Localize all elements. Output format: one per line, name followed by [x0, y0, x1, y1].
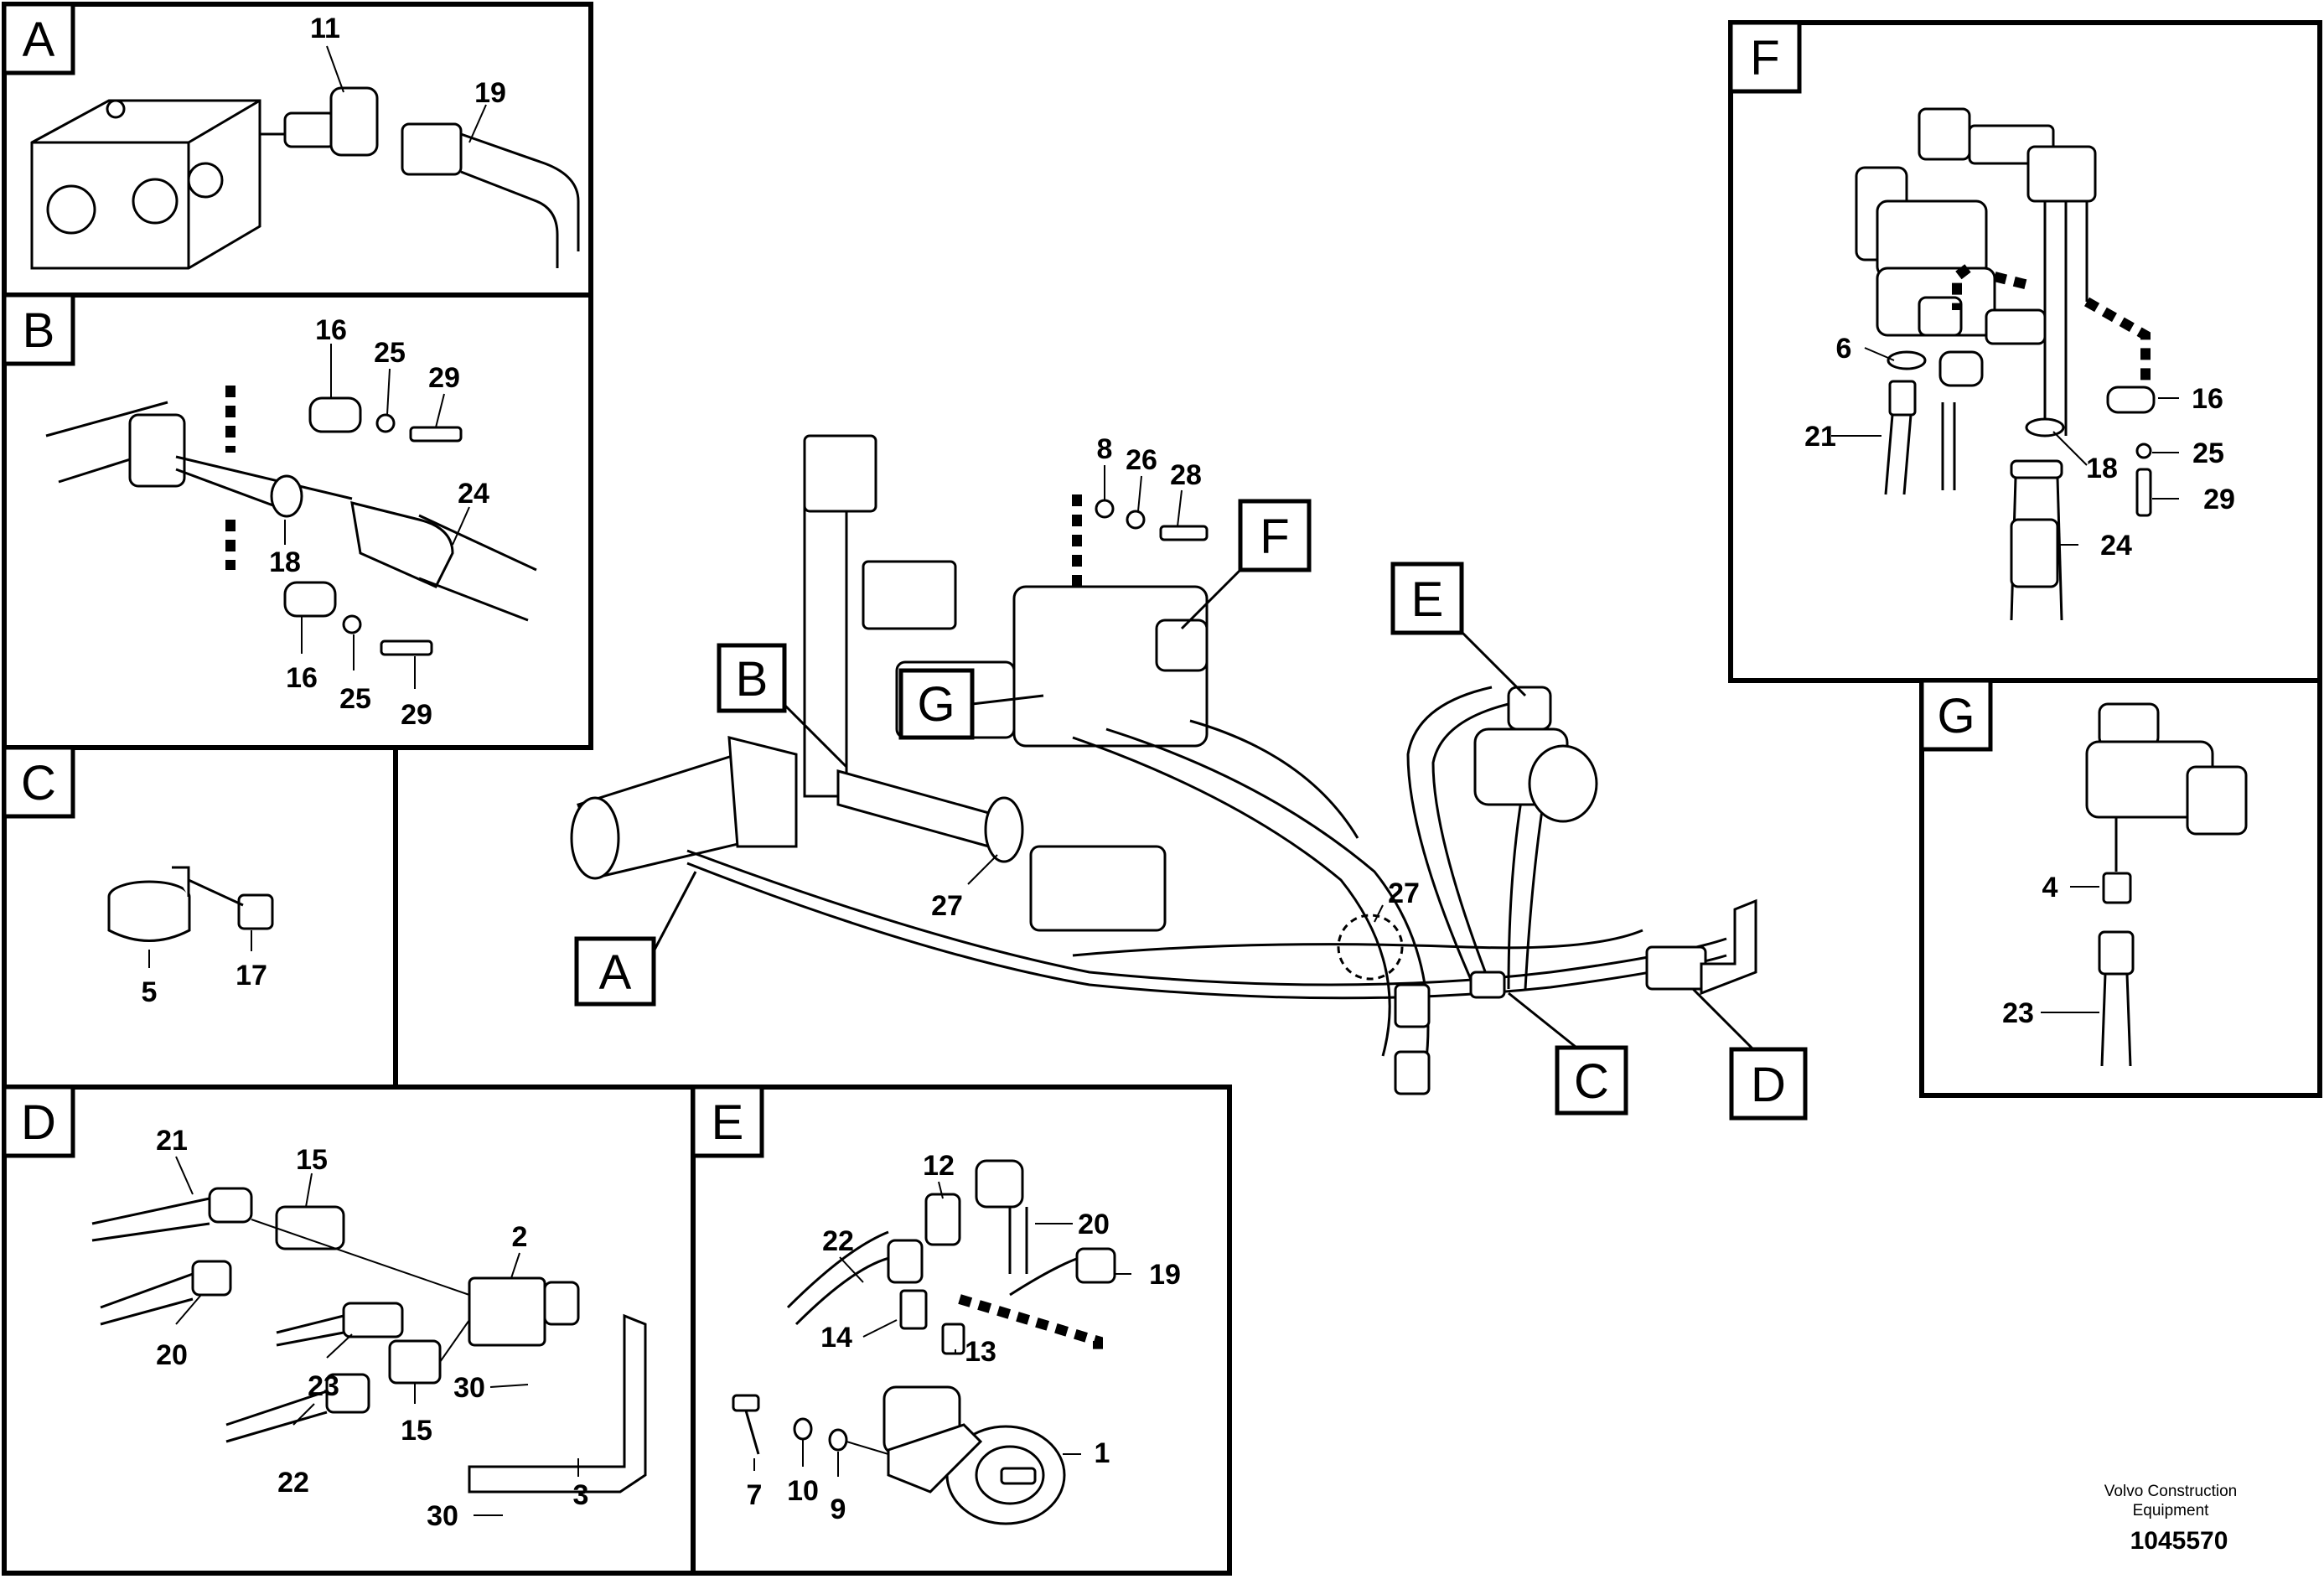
panel-g-tag: G [1937, 689, 1975, 743]
label-15-top: 15 [296, 1144, 328, 1176]
callout-a-box[interactable] [574, 936, 656, 1007]
company-line-2: Equipment [2132, 1502, 2209, 1519]
panel-f-tag: F [1750, 31, 1779, 85]
panel-d-tag: D [21, 1095, 56, 1150]
label-25-bottom: 25 [339, 683, 371, 715]
callout-d[interactable]: D [1751, 1058, 1786, 1112]
label-3: 3 [573, 1479, 589, 1511]
bracket [468, 1313, 647, 1494]
label-23: 23 [2002, 997, 2034, 1029]
panel-a-tag: A [23, 13, 55, 67]
label-24: 24 [2100, 530, 2132, 562]
label-22: 22 [822, 1225, 854, 1257]
label-2: 2 [512, 1221, 528, 1253]
label-8: 8 [1097, 433, 1113, 465]
company-line-1: Volvo Construction [2104, 1483, 2238, 1500]
label-12: 12 [923, 1150, 955, 1182]
clamp-half-lower [283, 581, 337, 618]
label-18: 18 [269, 546, 301, 578]
valve-assembly [1855, 107, 2097, 345]
label-27-left: 27 [931, 890, 963, 922]
label-22: 22 [277, 1467, 309, 1499]
solenoid-block [468, 1276, 546, 1347]
callout-e-box[interactable] [1390, 562, 1464, 635]
callout-f-box[interactable] [1238, 499, 1312, 572]
label-6: 6 [1836, 333, 1852, 365]
label-17: 17 [236, 960, 267, 991]
callout-a[interactable]: A [599, 945, 632, 1000]
callout-d-box[interactable] [1729, 1047, 1808, 1121]
panel-e: E 12 22 20 19 14 [691, 1085, 1232, 1576]
callout-f[interactable]: F [1260, 510, 1289, 564]
label-29-bottom: 29 [401, 699, 432, 731]
panel-d: D 21 15 2 20 23 30 15 22 [2, 1085, 696, 1576]
label-16-top: 16 [315, 314, 347, 346]
company-name: Volvo Construction Equipment [2104, 1482, 2238, 1520]
callout-g-box[interactable] [898, 668, 975, 740]
label-19: 19 [474, 77, 506, 109]
label-18: 18 [2086, 453, 2118, 484]
callout-g[interactable]: G [917, 677, 955, 732]
label-5: 5 [142, 976, 158, 1008]
panel-b-tag: B [23, 303, 55, 358]
flange [128, 413, 186, 488]
label-29: 29 [2203, 484, 2235, 515]
callout-e[interactable]: E [1411, 572, 1444, 627]
clamp-half [2106, 386, 2156, 414]
panel-f: F 6 21 [1728, 20, 2322, 683]
label-20: 20 [1078, 1209, 1110, 1240]
label-9: 9 [831, 1494, 846, 1525]
hose-assembly [401, 122, 580, 268]
panel-a: A 11 19 [2, 2, 593, 298]
label-15-bottom: 15 [401, 1415, 432, 1447]
label-1: 1 [1095, 1437, 1110, 1469]
valve-block [30, 99, 261, 270]
o-ring [270, 474, 303, 518]
pump-unit [2085, 702, 2248, 836]
label-10: 10 [787, 1475, 819, 1507]
panel-c-tag: C [21, 756, 56, 810]
label-14: 14 [820, 1322, 852, 1354]
label-11: 11 [310, 13, 340, 44]
callout-c[interactable]: C [1574, 1054, 1609, 1109]
panel-b: B 16 25 29 24 18 16 25 29 [2, 293, 593, 750]
label-28: 28 [1170, 459, 1202, 491]
label-4: 4 [2042, 872, 2058, 903]
callout-c-box[interactable] [1555, 1045, 1628, 1116]
hydraulic-pump [882, 1385, 1066, 1525]
panel-e-tag: E [712, 1095, 744, 1150]
clamp-half-upper [308, 396, 362, 433]
label-16: 16 [2192, 383, 2223, 415]
label-20: 20 [156, 1339, 188, 1371]
label-7: 7 [747, 1479, 763, 1511]
label-16-bottom: 16 [286, 662, 318, 694]
callout-b[interactable]: B [736, 652, 769, 707]
label-25: 25 [2192, 437, 2224, 469]
main-assembly: 8 26 28 27 27 A B G F E C D [570, 433, 1808, 1121]
label-13: 13 [965, 1336, 996, 1368]
label-25-top: 25 [374, 337, 406, 369]
label-26: 26 [1126, 444, 1157, 476]
callout-b-box[interactable] [717, 643, 787, 713]
drawing-number: 1045570 [2130, 1527, 2228, 1555]
panel-c: C 5 17 [2, 745, 398, 1090]
label-23: 23 [308, 1370, 339, 1402]
clip [107, 866, 191, 942]
label-19: 19 [1149, 1259, 1181, 1291]
panel-g: G 4 23 [1919, 678, 2322, 1098]
label-30-bottom: 30 [427, 1500, 458, 1532]
label-24: 24 [458, 478, 489, 510]
label-30-mid: 30 [453, 1372, 485, 1404]
elbow-fitting [260, 86, 379, 157]
bolt [188, 878, 274, 930]
label-27-right: 27 [1388, 878, 1420, 909]
label-29-top: 29 [428, 362, 460, 394]
label-21: 21 [1804, 421, 1836, 453]
label-21: 21 [156, 1125, 188, 1157]
